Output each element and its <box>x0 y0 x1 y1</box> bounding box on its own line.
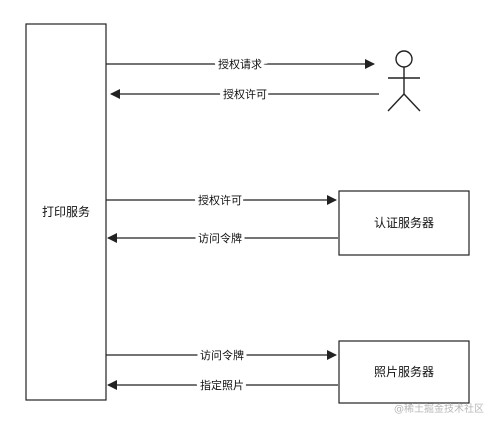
photo-server-label: 照片服务器 <box>374 364 434 379</box>
print-service-box <box>25 23 107 401</box>
arrow-auth-request-label: 授权请求 <box>218 57 262 71</box>
photo-server-box <box>338 340 470 404</box>
arrow-auth-grant-from-user-label: 授权许可 <box>223 87 267 101</box>
arrow-specified-photo-label: 指定照片 <box>200 378 244 392</box>
arrow-auth-grant-to-server-label: 授权许可 <box>198 193 242 207</box>
user-actor-icon <box>387 50 421 112</box>
auth-server-label: 认证服务器 <box>374 215 434 230</box>
arrow-access-token-to-photo-label: 访问令牌 <box>200 348 244 362</box>
auth-server-box <box>338 190 470 256</box>
watermark-text: @稀土掘金技术社区 <box>394 402 484 415</box>
arrow-access-token-from-auth-label: 访问令牌 <box>198 231 242 245</box>
print-service-label: 打印服务 <box>42 204 90 219</box>
